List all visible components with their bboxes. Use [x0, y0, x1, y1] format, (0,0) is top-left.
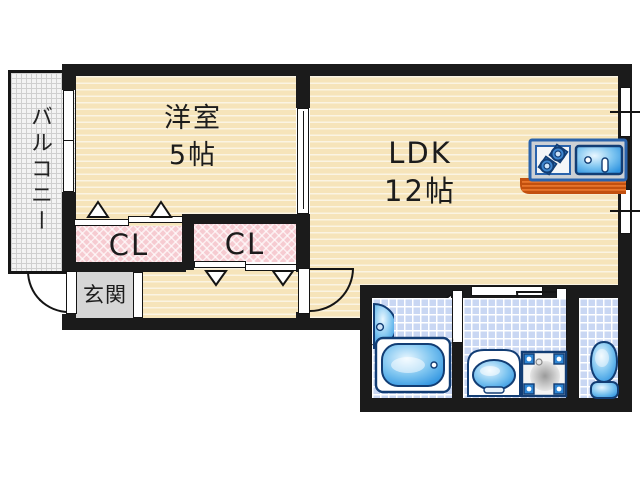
opening-triangle-down-icon [271, 270, 295, 287]
washbasin-icon [467, 349, 521, 397]
wall-divider-upper [296, 64, 310, 108]
partition-slider-line [302, 111, 304, 209]
wall-closet-left-bottom [62, 262, 186, 272]
wall-bath-washroom [452, 343, 465, 398]
wall-hall-bottom [62, 318, 372, 330]
toilet-icon [589, 340, 619, 399]
entrance-label: 玄関 [83, 283, 127, 307]
western-room-label-block: 洋室 5帖 [123, 100, 263, 174]
kitchen-stove-sink-icon [520, 138, 628, 194]
wall-bath-left [360, 285, 372, 412]
wall-bath-bottom [360, 398, 632, 412]
wall-divider-mid [296, 214, 310, 272]
door-leaf-entrance [66, 271, 77, 314]
ldk-floor [310, 76, 618, 318]
closet-right-slider-bar-2 [245, 264, 297, 271]
wall-divider-lower [296, 312, 310, 330]
wall-top [62, 64, 632, 76]
closet-right [194, 224, 296, 262]
western-room-label: 洋室 [164, 103, 222, 134]
washing-machine-pan-icon [520, 350, 568, 398]
opening-triangle-up-icon [86, 200, 110, 218]
closet-left [76, 226, 182, 262]
ldk-label-block: LDK 12帖 [350, 134, 490, 210]
wall-washroom-toilet [566, 285, 579, 398]
entrance-step [133, 272, 143, 318]
wall-closet-right-top [186, 214, 296, 224]
ldk-label: LDK [388, 136, 452, 170]
western-room-floor [76, 76, 296, 228]
balcony-window-lower-sash [63, 140, 74, 192]
partition-slider [297, 108, 309, 214]
western-room-size: 5帖 [168, 140, 218, 171]
closet-left-label: CL [108, 228, 150, 262]
ldk-size: 12帖 [384, 174, 456, 208]
wall-left-mid [62, 192, 76, 272]
door-leaf-bath [452, 290, 463, 343]
closet-right-label: CL [224, 227, 266, 261]
wall-left-upper [62, 64, 76, 90]
window-ldk-lower-tick [610, 210, 640, 212]
closet-left-slider-bar-1 [74, 219, 129, 226]
door-arc-entrance [27, 271, 69, 313]
door-leaf-ldk [298, 268, 310, 314]
bathtub-icon [374, 336, 452, 394]
closet-right-slider-bar-1 [194, 261, 246, 268]
wall-closet-divider [182, 214, 194, 270]
opening-triangle-up-icon [149, 200, 173, 218]
window-ldk-upper-tick [610, 111, 640, 113]
opening-triangle-down-icon [204, 270, 228, 287]
balcony-label: バルコニー [27, 105, 52, 235]
entrance-floor [76, 272, 134, 318]
